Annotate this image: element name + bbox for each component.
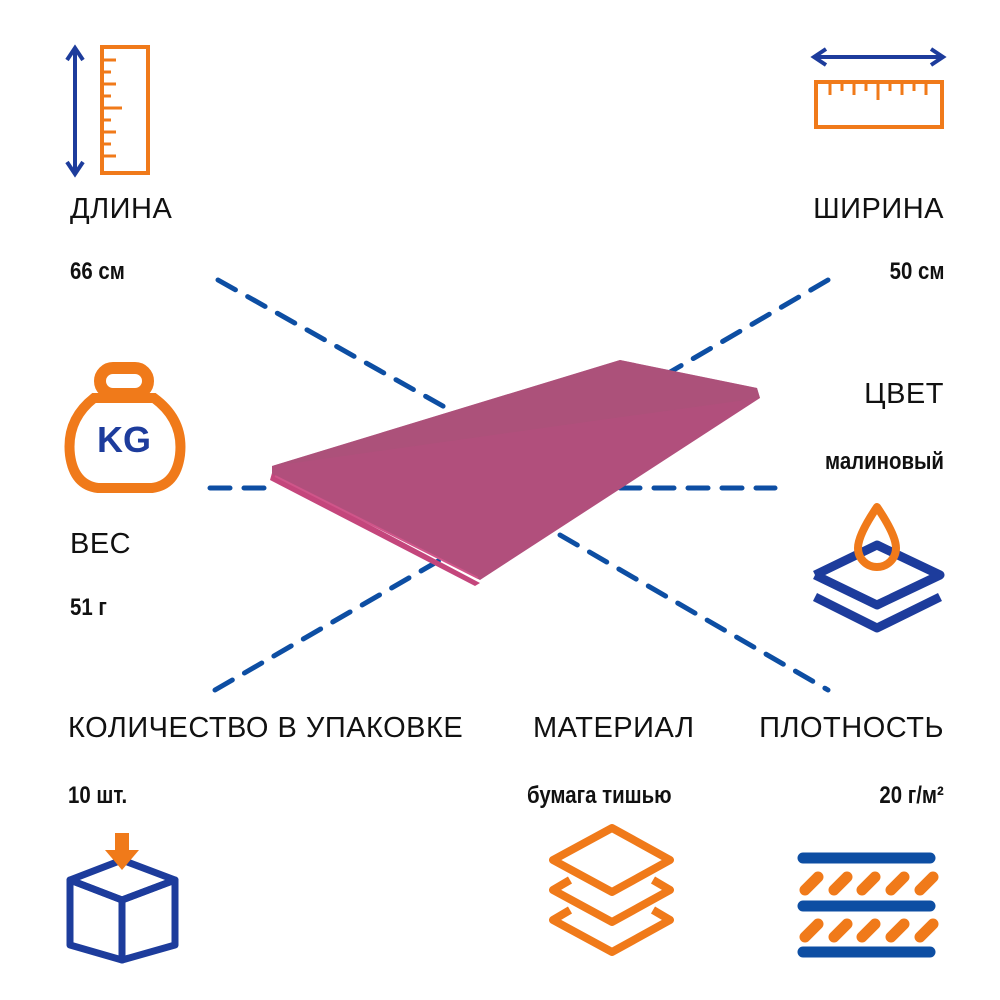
quantity-value: 10 шт. [68,782,128,809]
material-value: бумага тишью [527,782,672,809]
density-value: 20 г/м² [879,782,944,809]
color-value: малиновый [825,448,944,475]
layers-icon [549,824,674,956]
width-label: ШИРИНА [813,193,944,225]
color-label: ЦВЕТ [864,378,944,410]
weight-value: 51 г [70,594,107,621]
quantity-label: КОЛИЧЕСТВО В УПАКОВКЕ [68,712,464,744]
water-drop-layers-icon [812,503,945,633]
connector-width [662,277,831,378]
density-label: ПЛОТНОСТЬ [759,712,944,744]
box-icon [66,833,179,964]
vertical-ruler-icon [65,44,150,178]
kettlebell-icon: KG [64,362,186,493]
tissue-paper-image [270,360,760,586]
connector-density [557,532,831,693]
connector-lines [207,277,831,693]
length-value: 66 см [70,258,125,285]
connector-quantity [212,557,443,693]
density-layers-icon [797,852,939,958]
horizontal-ruler-icon [810,47,947,129]
length-label: ДЛИНА [70,193,173,225]
connector-length [215,277,453,413]
material-label: МАТЕРИАЛ [533,712,695,744]
width-value: 50 см [889,258,944,285]
svg-text:KG: KG [97,419,151,460]
weight-label: ВЕС [70,528,132,560]
